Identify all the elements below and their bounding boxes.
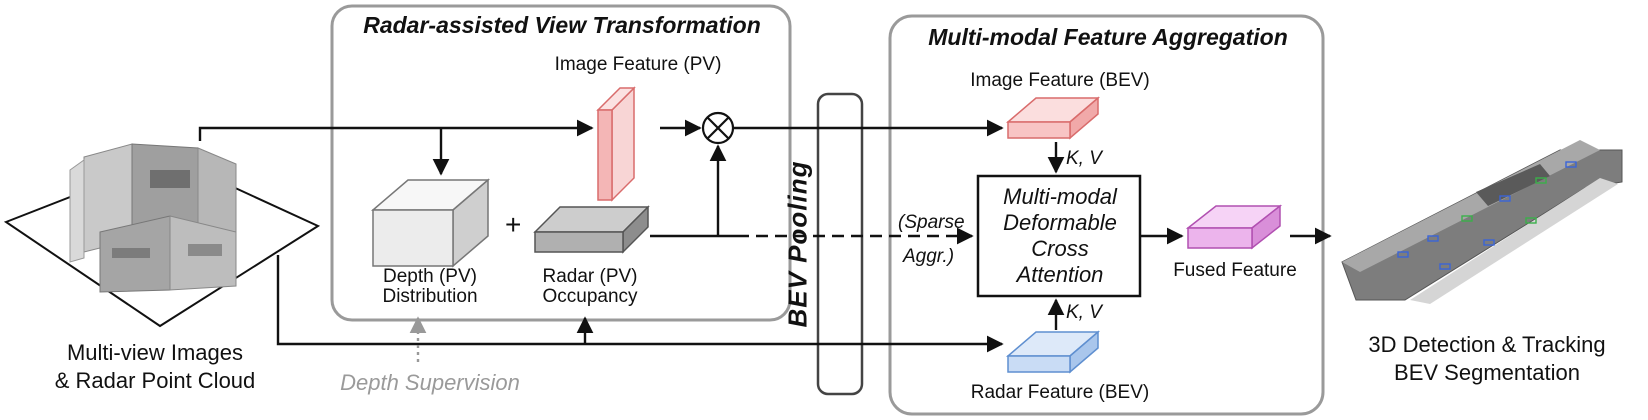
kv-top-label: K, V — [1066, 148, 1102, 169]
image-feature-pv-label: Image Feature (PV) — [554, 54, 722, 75]
radar-pv-label-line1: Radar (PV) — [542, 266, 638, 287]
mfa-module-title: Multi-modal Feature Aggregation — [928, 24, 1288, 50]
mdca-label-line4: Attention — [1016, 262, 1104, 287]
line-input-radar-route — [276, 255, 1004, 353]
bev-pooling-label: BEV Pooling — [782, 160, 813, 328]
input-label-line2: & Radar Point Cloud — [54, 368, 256, 393]
mfa-module-frame — [888, 14, 1325, 416]
bev-output-map-illustration — [1341, 140, 1623, 304]
radar-occupancy-block — [533, 205, 650, 254]
kv-bottom-label: K, V — [1066, 302, 1102, 323]
sparse-aggr-label-line1: (Sparse — [898, 212, 965, 233]
mdca-label-line2: Deformable — [1003, 210, 1117, 235]
image-feature-bev-label: Image Feature (BEV) — [970, 70, 1150, 91]
arrow-input-to-image-pv — [198, 119, 594, 141]
image-feature-bev-block — [1005, 96, 1101, 140]
depth-distribution-block — [370, 178, 491, 268]
depth-label-line1: Depth (PV) — [383, 266, 477, 287]
image-feature-pv-block — [596, 86, 636, 202]
fused-feature-label: Fused Feature — [1173, 260, 1297, 281]
mdca-label-line1: Multi-modal — [1003, 184, 1117, 209]
rvt-module-title: Radar-assisted View Transformation — [363, 12, 761, 38]
rvt-module-frame — [330, 4, 792, 322]
mdca-block — [976, 174, 1142, 298]
fused-feature-block — [1185, 204, 1283, 250]
multi-view-images-illustration — [3, 143, 321, 328]
input-label-line1: Multi-view Images — [66, 340, 244, 365]
multiply-node — [701, 111, 735, 145]
depth-label-line2: Distribution — [382, 286, 478, 307]
sparse-aggr-label-line2: Aggr.) — [903, 246, 955, 267]
radar-feature-bev-label: Radar Feature (BEV) — [970, 382, 1150, 403]
mdca-label-line3: Cross — [1031, 236, 1089, 261]
output-label-line2: BEV Segmentation — [1394, 360, 1580, 385]
output-label-line1: 3D Detection & Tracking — [1368, 332, 1606, 357]
depth-supervision-label: Depth Supervision — [340, 370, 520, 395]
plus-symbol: + — [505, 209, 522, 240]
radar-feature-bev-block — [1005, 330, 1101, 374]
bev-pooling-block — [816, 92, 864, 396]
radar-pv-label-line2: Occupancy — [542, 286, 638, 307]
